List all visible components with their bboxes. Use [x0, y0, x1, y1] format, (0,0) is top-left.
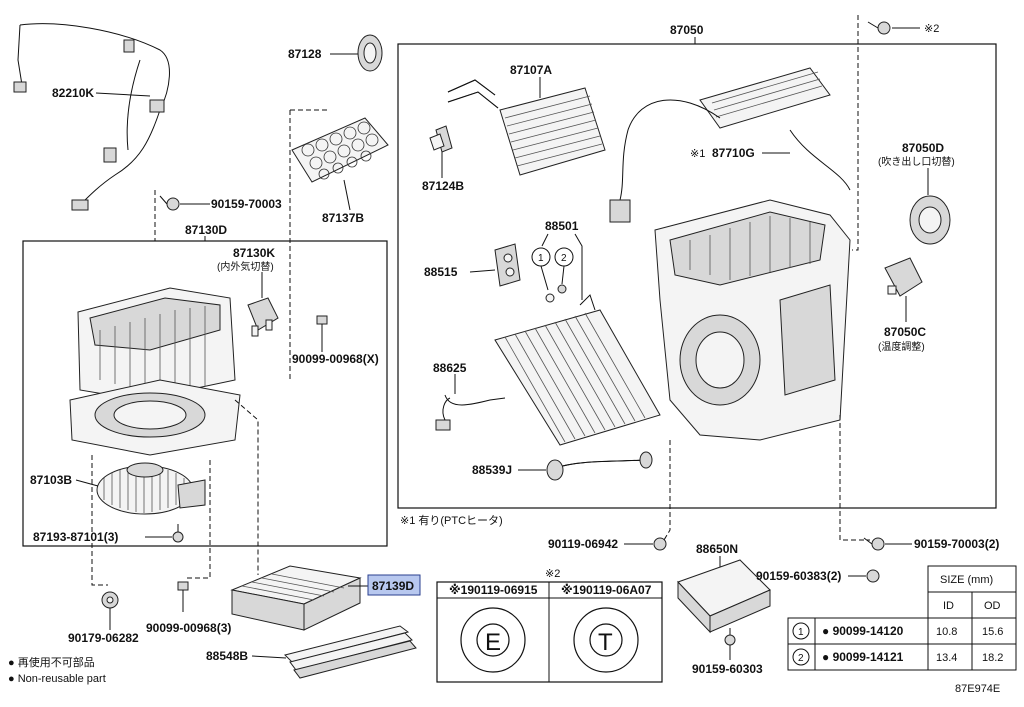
evaporator-88501 [494, 294, 661, 446]
cabin-filter-87139d [230, 565, 362, 631]
heater-core-87107a [447, 79, 606, 176]
size-table-col-id: ID [943, 600, 954, 612]
label-mark2-box: ※2 [545, 568, 560, 580]
size-row-2-id: 13.4 [936, 652, 957, 664]
servo-87050d [909, 195, 951, 245]
legend-non-reusable-jp: ● 再使用不可部品 [8, 655, 95, 669]
size-row-1-od: 15.6 [982, 626, 1003, 638]
legend-non-reusable-en: ● Non-reusable part [8, 673, 106, 685]
thermistor-88625 [435, 394, 506, 431]
label-87130d: 87130D [185, 223, 227, 237]
servo-motor-87130k [247, 297, 279, 337]
oring-2-icon [557, 284, 567, 294]
label-90159-70003-2: 90159-70003(2) [914, 537, 999, 551]
label-88501: 88501 [545, 219, 579, 233]
heater-case-87050 [654, 199, 851, 441]
clip-90099-00968-3 [177, 581, 189, 612]
blower-case-87130d [69, 287, 241, 456]
oring-1-icon [545, 293, 555, 303]
reference-code: 87E974E [955, 683, 1000, 695]
screw-90159-60383 [866, 569, 880, 583]
label-87710g-mark: ※1 [690, 148, 705, 160]
size-table-col-od: OD [984, 600, 1001, 612]
highlight-87139d[interactable] [367, 574, 421, 596]
label-87050d-sub: (吹き出し口切替) [878, 155, 955, 168]
label-88548b: 88548B [206, 649, 248, 663]
bolt-head-e-icon: E [460, 607, 526, 673]
screw-87193-87101 [172, 524, 184, 543]
label-bolt-t-part: ※190119-06A07 [561, 583, 652, 597]
label-90099-00968-3: 90099-00968(3) [146, 621, 231, 635]
drain-hose-88539j [546, 451, 653, 481]
label-87050c-sub: (温度調整) [878, 340, 925, 353]
oring-callout-1-num: 1 [538, 253, 544, 264]
bolt-head-e-letter: E [485, 629, 501, 656]
label-87139d[interactable]: 87139D [372, 579, 414, 593]
oring-callout-2-num: 2 [561, 253, 567, 264]
expansion-valve-88515 [494, 243, 521, 287]
label-87710g: 87710G [712, 146, 755, 160]
label-87128: 87128 [288, 47, 322, 61]
screw-90159-60303 [724, 628, 736, 646]
label-90179-06282: 90179-06282 [68, 631, 139, 645]
blower-motor-87103b [96, 462, 206, 515]
bracket-87124b [429, 125, 453, 153]
nut-90179-06282 [101, 591, 119, 609]
label-90099-00968x: 90099-00968(X) [292, 352, 379, 366]
note-ptc-heater: ※1 有り(PTCヒータ) [400, 513, 503, 527]
label-bolt-e-part: ※190119-06915 [449, 583, 538, 597]
clip-90099-00968x [316, 315, 328, 342]
amplifier-88650n [677, 559, 771, 634]
label-90159-60303: 90159-60303 [692, 662, 763, 676]
label-88515: 88515 [424, 265, 458, 279]
label-87103b: 87103B [30, 473, 72, 487]
screw-90159-70003-top [159, 195, 180, 211]
label-87107a: 87107A [510, 63, 552, 77]
label-87124b: 87124B [422, 179, 464, 193]
label-87050d: 87050D [902, 141, 944, 155]
size-row-1-id: 10.8 [936, 626, 957, 638]
label-88650n: 88650N [696, 542, 738, 556]
size-row-2-num: 2 [798, 653, 804, 664]
label-90159-60383: 90159-60383(2) [756, 569, 841, 583]
label-87137b: 87137B [322, 211, 364, 225]
heater-unit-frame-87050 [397, 43, 997, 509]
screw-top-right [867, 21, 891, 35]
servo-87050c [884, 257, 923, 297]
label-90159-70003-top: 90159-70003 [211, 197, 282, 211]
label-87050c: 87050C [884, 325, 926, 339]
label-87130k-sub: (内外気切替) [217, 260, 274, 273]
grommet-87128 [357, 34, 383, 72]
label-82210k: 82210K [52, 86, 94, 100]
filter-cover-87137b [291, 117, 389, 183]
label-87130k: 87130K [233, 246, 275, 260]
bolt-head-t-icon: T [573, 607, 639, 673]
size-table-title: SIZE (mm) [940, 574, 993, 586]
label-87193-87101: 87193-87101(3) [33, 530, 118, 544]
screw-90159-70003-2 [863, 537, 885, 551]
label-88539j: 88539J [472, 463, 512, 477]
size-row-2-od: 18.2 [982, 652, 1003, 664]
label-87050: 87050 [670, 23, 704, 37]
size-row-2-part: ● 90099-14121 [822, 650, 904, 664]
ptc-heater-87710g [609, 67, 851, 223]
bolt-90119-06942 [653, 537, 667, 551]
oring-size-table: SIZE (mm) ID OD 1 ● 90099-14120 10.8 15.… [787, 565, 1017, 671]
label-88625: 88625 [433, 361, 467, 375]
label-90119-06942: 90119-06942 [548, 537, 618, 551]
seal-strip-88548b [284, 625, 417, 679]
size-row-1-part: ● 90099-14120 [822, 624, 904, 638]
bolt-head-t-letter: T [598, 629, 613, 656]
size-row-1-num: 1 [798, 627, 804, 638]
wire-harness-82210k [13, 23, 170, 211]
label-mark2-top-right: ※2 [924, 23, 939, 35]
